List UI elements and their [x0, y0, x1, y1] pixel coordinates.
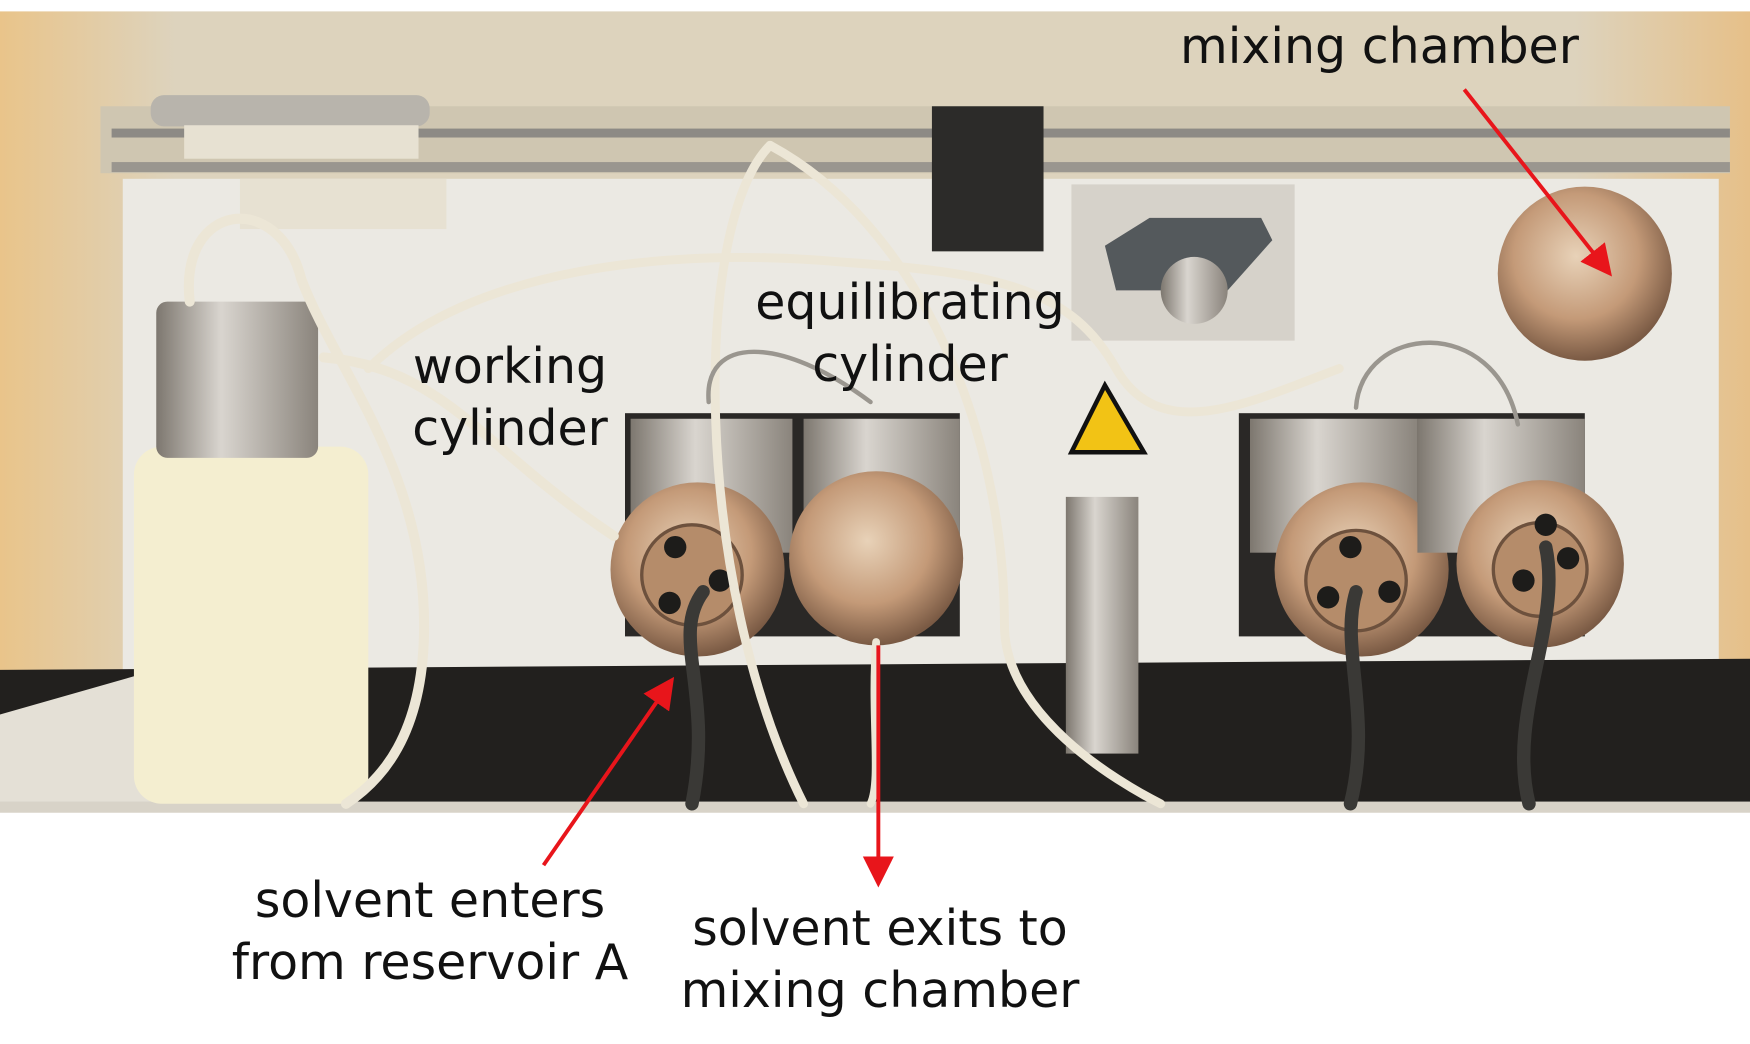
label-text: solvent exits to [692, 900, 1068, 957]
annotation-arrows [541, 88, 1612, 888]
label-text: working [412, 338, 608, 395]
label-text: from reservoir A [231, 934, 629, 991]
arrow-solvent-enters [541, 676, 675, 867]
label-text: mixing chamber [680, 962, 1080, 1019]
label-equilibrating-cylinder: equilibrating cylinder [750, 272, 1070, 396]
arrow-mixing-chamber [1462, 88, 1612, 277]
tubing [183, 140, 1556, 811]
pump-heads [610, 418, 1624, 657]
peristaltic-pump [931, 106, 1295, 754]
label-working-cylinder: working cylinder [405, 336, 615, 460]
label-text: solvent enters [254, 872, 606, 929]
label-text: mixing chamber [1180, 18, 1579, 75]
label-solvent-enters: solvent enters from reservoir A [225, 870, 635, 994]
label-mixing-chamber: mixing chamber [1180, 16, 1579, 78]
mixing-chamber [1497, 186, 1672, 361]
label-solvent-exits: solvent exits to mixing chamber [675, 898, 1085, 1022]
label-text: cylinder [812, 336, 1008, 393]
label-text: cylinder [412, 400, 608, 457]
reservoir-bottle [133, 301, 369, 804]
label-text: equilibrating [755, 274, 1065, 331]
